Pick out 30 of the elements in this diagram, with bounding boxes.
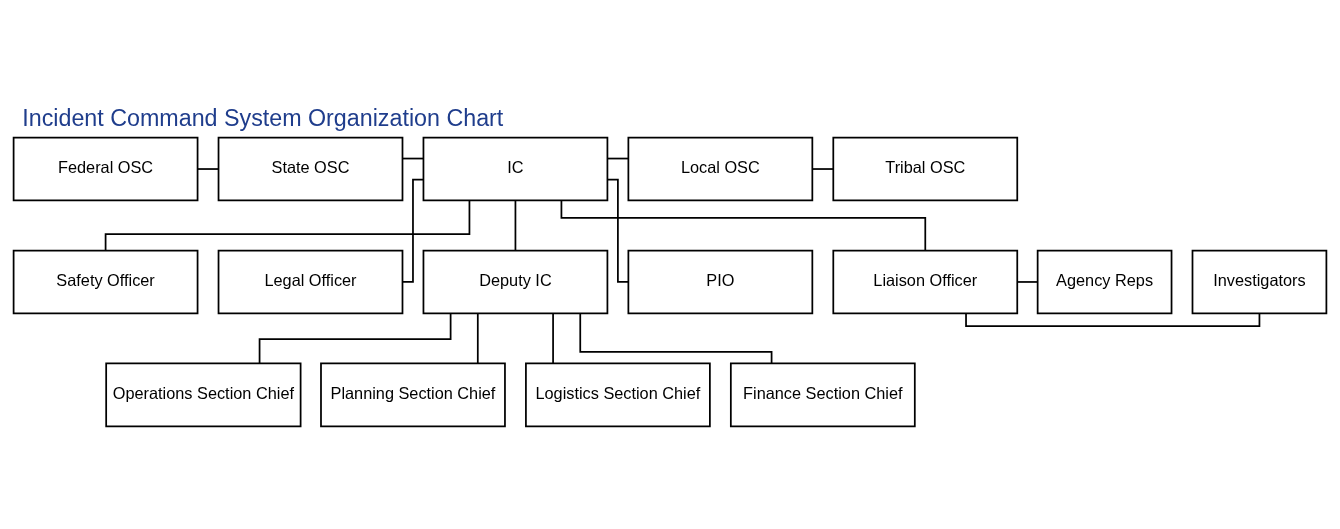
connector xyxy=(476,312,479,365)
connector xyxy=(606,178,629,283)
node-box: Operations Section Chief xyxy=(105,362,302,428)
node-box: Liaison Officer xyxy=(832,249,1019,315)
node-box: Planning Section Chief xyxy=(320,362,506,428)
connector xyxy=(1016,281,1039,283)
node-box: Deputy IC xyxy=(422,249,609,315)
connector xyxy=(401,178,425,283)
node-box: IC xyxy=(422,136,609,202)
node-box: PIO xyxy=(627,249,814,315)
connector xyxy=(514,199,517,252)
connector xyxy=(965,312,1261,328)
connector xyxy=(579,312,773,364)
node-box: Local OSC xyxy=(627,136,814,202)
connector xyxy=(811,168,834,170)
connector xyxy=(258,312,452,365)
node-box: Safety Officer xyxy=(12,249,199,315)
diagram-title: Incident Command System Organization Chart xyxy=(22,104,504,131)
node-box: Agency Reps xyxy=(1036,249,1173,315)
node-box: Federal OSC xyxy=(12,136,199,202)
node-box: Finance Section Chief xyxy=(729,362,916,428)
node-box: Logistics Section Chief xyxy=(525,362,711,428)
connector xyxy=(552,312,554,365)
node-box: Legal Officer xyxy=(217,249,404,315)
node-box: State OSC xyxy=(217,136,404,202)
connector xyxy=(197,168,220,170)
connector xyxy=(401,157,425,160)
node-box: Tribal OSC xyxy=(832,136,1019,202)
node-box: Investigators xyxy=(1191,249,1328,315)
connector xyxy=(606,157,630,160)
